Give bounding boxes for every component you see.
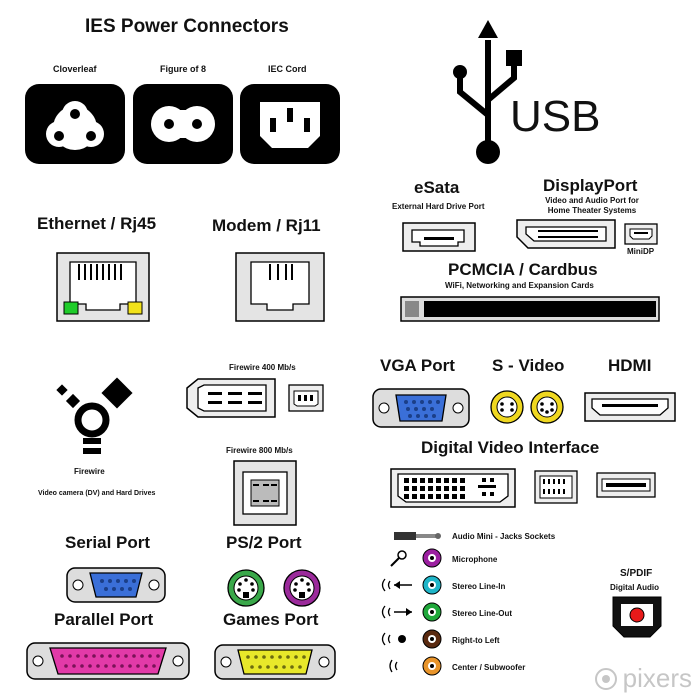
microphone-label: Microphone bbox=[452, 555, 498, 564]
firewire800-port-icon bbox=[233, 460, 297, 526]
ps2-title: PS/2 Port bbox=[226, 533, 302, 552]
usb-label: USB bbox=[510, 92, 601, 141]
line-in-label: Stereo Line-In bbox=[452, 582, 506, 591]
displayport-desc-2: Home Theater Systems bbox=[547, 206, 637, 215]
displayport-title: DisplayPort bbox=[543, 176, 638, 195]
parallel-title: Parallel Port bbox=[54, 610, 154, 629]
firewire-logo-icon bbox=[56, 377, 133, 454]
svideo-port-2-icon bbox=[530, 390, 564, 424]
microphone-icon bbox=[390, 550, 407, 567]
iec-socket-icon bbox=[240, 84, 340, 164]
svideo-port-1-icon bbox=[490, 390, 524, 424]
cloverleaf-socket-icon bbox=[25, 84, 125, 164]
iec-label: IEC Cord bbox=[268, 64, 307, 74]
pcmcia-title: PCMCIA / Cardbus bbox=[448, 260, 598, 279]
right-to-left-jack-icon bbox=[422, 629, 442, 649]
dvi-port-icon bbox=[390, 468, 516, 508]
line-out-jack-icon bbox=[422, 602, 442, 622]
ethernet-title: Ethernet / Rj45 bbox=[37, 214, 157, 233]
microphone-jack-icon bbox=[422, 548, 442, 568]
vga-port-icon bbox=[372, 388, 470, 428]
firewire800-label: Firewire 800 Mb/s bbox=[226, 446, 293, 455]
esata-title: eSata bbox=[414, 178, 460, 197]
micro-dvi-port-icon bbox=[596, 472, 656, 498]
mini-dvi-port-icon bbox=[534, 470, 578, 504]
watermark: pixers bbox=[594, 663, 692, 694]
audio-jacks-label: Audio Mini - Jacks Sockets bbox=[452, 532, 556, 541]
watermark-text: pixers bbox=[622, 663, 692, 693]
line-out-icon bbox=[381, 605, 412, 619]
pcmcia-desc: WiFi, Networking and Expansion Cards bbox=[445, 281, 594, 290]
displayport-icon bbox=[516, 219, 616, 249]
right-to-left-icon bbox=[381, 632, 406, 646]
usb-trident-icon bbox=[453, 20, 522, 164]
ps2-keyboard-port-icon bbox=[227, 569, 265, 607]
firewire-label: Firewire bbox=[74, 467, 105, 476]
ps2-mouse-port-icon bbox=[283, 569, 321, 607]
hdmi-port-icon bbox=[584, 392, 676, 422]
firewire-mini-port-icon bbox=[288, 384, 324, 412]
hdmi-title: HDMI bbox=[608, 356, 652, 375]
minidp-icon bbox=[624, 223, 658, 245]
esata-port-icon bbox=[402, 222, 476, 252]
esata-desc: External Hard Drive Port bbox=[392, 202, 485, 211]
displayport-desc-1: Video and Audio Port for bbox=[545, 196, 639, 205]
serial-title: Serial Port bbox=[65, 533, 151, 552]
firewire-desc: Video camera (DV) and Hard Drives bbox=[38, 490, 156, 497]
rj11-port-icon bbox=[235, 252, 325, 322]
spdif-title: S/PDIF bbox=[620, 568, 653, 579]
line-in-icon bbox=[381, 578, 412, 592]
modem-title: Modem / Rj11 bbox=[212, 216, 321, 235]
serial-port-icon bbox=[66, 567, 166, 603]
vga-title: VGA Port bbox=[380, 356, 455, 375]
pcmcia-slot-icon bbox=[400, 296, 660, 322]
line-in-jack-icon bbox=[422, 575, 442, 595]
figure8-label: Figure of 8 bbox=[160, 64, 207, 74]
line-out-label: Stereo Line-Out bbox=[452, 609, 513, 618]
right-to-left-label: Right-to Left bbox=[452, 636, 500, 645]
games-title: Games Port bbox=[223, 610, 319, 629]
firewire400-label: Firewire 400 Mb/s bbox=[229, 363, 296, 372]
svideo-title: S - Video bbox=[492, 356, 565, 375]
minidp-label: MiniDP bbox=[627, 247, 655, 256]
subwoofer-label: Center / Subwoofer bbox=[452, 663, 526, 672]
subwoofer-jack-icon bbox=[422, 656, 442, 676]
firewire400-port-icon bbox=[186, 378, 276, 418]
parallel-port-icon bbox=[26, 642, 190, 680]
spdif-port-icon bbox=[612, 596, 662, 638]
figure8-socket-icon bbox=[133, 84, 233, 164]
games-port-icon bbox=[214, 644, 336, 680]
ies-title: IES Power Connectors bbox=[85, 16, 289, 37]
audio-jack-plug-icon bbox=[394, 532, 441, 540]
subwoofer-icon bbox=[389, 659, 398, 673]
pixers-logo-icon bbox=[594, 667, 617, 690]
spdif-desc: Digital Audio bbox=[610, 583, 660, 592]
cloverleaf-label: Cloverleaf bbox=[53, 64, 97, 74]
dvi-title: Digital Video Interface bbox=[421, 438, 600, 457]
rj45-port-icon bbox=[56, 252, 150, 322]
